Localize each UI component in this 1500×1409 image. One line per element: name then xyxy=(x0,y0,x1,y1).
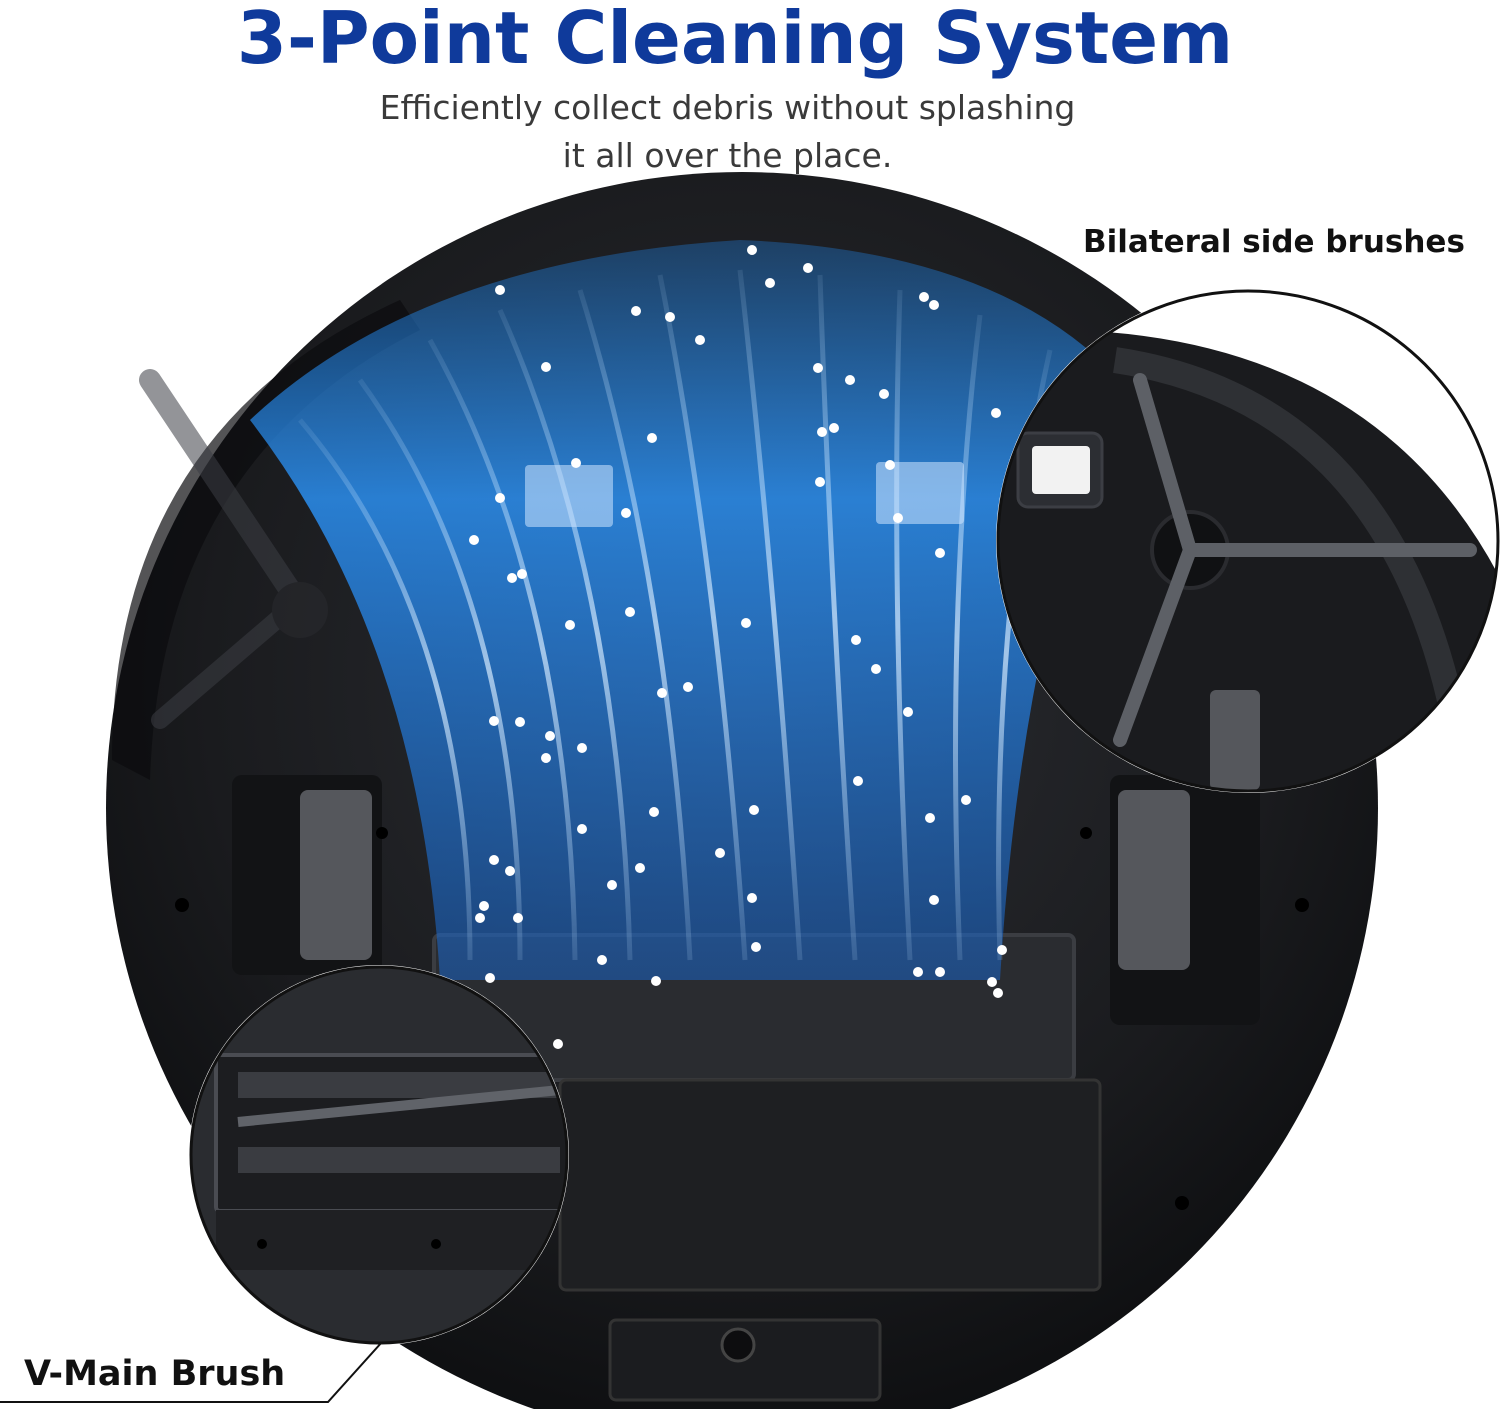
dustbin-cover xyxy=(558,1078,1102,1292)
subtitle-line-2: it all over the place. xyxy=(562,136,893,175)
main-brush-label: V-Main Brush xyxy=(24,1354,286,1394)
side-brushes-label: Bilateral side brushes xyxy=(1083,224,1465,260)
left-side-brush xyxy=(139,369,328,729)
left-wheel xyxy=(300,790,372,960)
caster-wheel xyxy=(720,1327,756,1363)
main-brush-zoom xyxy=(189,965,569,1345)
main-brush-leader-line xyxy=(0,1341,383,1403)
page-subtitle: Efficiently collect debris without splas… xyxy=(0,84,1455,180)
side-brush-zoom xyxy=(996,289,1500,793)
page-title: 3-Point Cleaning System xyxy=(236,0,1234,80)
subtitle-line-1: Efficiently collect debris without splas… xyxy=(379,88,1076,127)
right-wheel xyxy=(1118,790,1190,970)
debris-particles xyxy=(469,245,1007,1049)
airflow-icon xyxy=(250,240,1120,980)
